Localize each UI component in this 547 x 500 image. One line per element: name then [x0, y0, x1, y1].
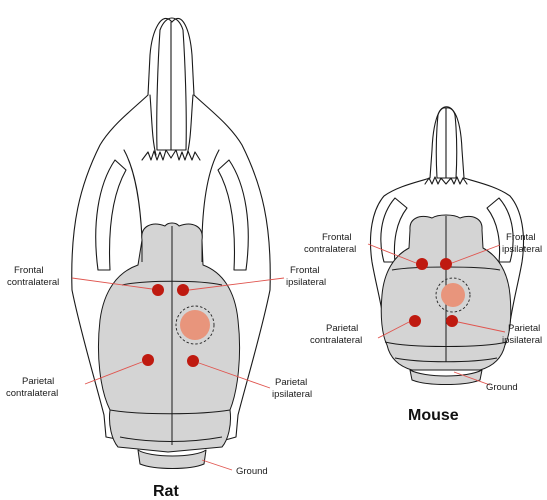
mouse-right-orbit: [486, 197, 514, 263]
rat-craniotomy-ring: [175, 305, 215, 345]
rat-craniotomy: [180, 310, 210, 340]
mouse-label-frontal-contralateral: Frontal contralateral: [304, 232, 356, 255]
rat-occipital: [137, 449, 207, 469]
mouse-parietal-contralateral-electrode: [409, 315, 421, 327]
rat-parietal-ipsilateral-electrode: [187, 355, 199, 367]
mouse-frontal-ipsilateral-electrode: [440, 258, 452, 270]
mouse-label-parietal-ipsilateral: Parietal ipsilateral: [502, 323, 543, 346]
mouse-occipital: [409, 369, 483, 385]
mouse-craniotomy: [441, 283, 465, 307]
rat-right-orbit: [217, 159, 249, 271]
mouse-left-orbit: [380, 197, 408, 263]
mouse-label-ground: Ground: [486, 382, 518, 393]
rat-label-parietal-ipsilateral: Parietal ipsilateral: [272, 377, 312, 400]
mouse-nasal: [435, 106, 458, 179]
rat-frontal-contralateral-electrode: [152, 284, 164, 296]
mouse-skull: [367, 106, 525, 386]
rat-label-frontal-ipsilateral: Frontal ipsilateral: [286, 265, 326, 288]
rat-label-frontal-contralateral: Frontal contralateral: [7, 265, 59, 288]
rat-left-orbit: [95, 159, 127, 271]
rat-label-ground: Ground: [236, 466, 268, 477]
rat-parietal-contralateral-electrode: [142, 354, 154, 366]
rat-nasal: [156, 17, 187, 151]
rat-cranium: [98, 222, 241, 453]
mouse-frontal-contralateral-electrode: [416, 258, 428, 270]
rat-title: Rat: [153, 483, 179, 500]
rat-frontal-ipsilateral-electrode: [177, 284, 189, 296]
rat-label-parietal-contralateral: Parietal contralateral: [6, 376, 58, 399]
mouse-label-frontal-ipsilateral: Frontal ipsilateral: [502, 232, 542, 255]
mouse-label-parietal-contralateral: Parietal contralateral: [310, 323, 362, 346]
rat-skull: [71, 17, 285, 471]
mouse-title: Mouse: [408, 407, 459, 424]
mouse-parietal-ipsilateral-electrode: [446, 315, 458, 327]
mouse-craniotomy-ring: [435, 277, 471, 313]
